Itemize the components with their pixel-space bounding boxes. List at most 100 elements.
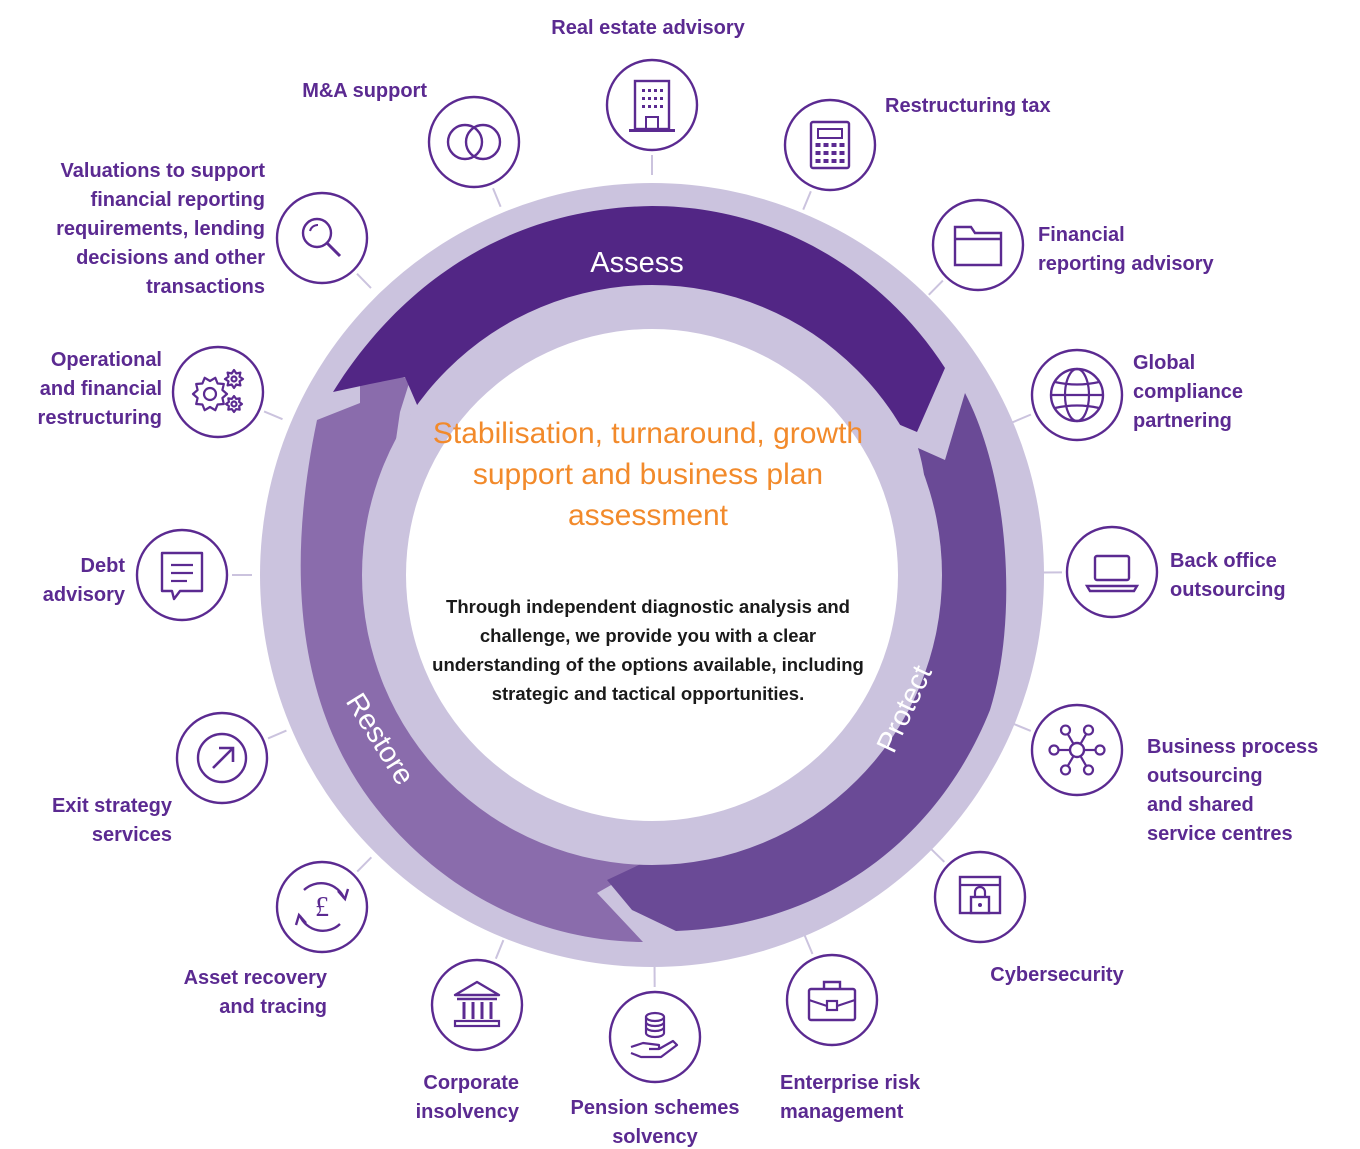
service-label-line: financial reporting — [91, 189, 265, 211]
magnifier-icon — [301, 217, 342, 258]
service-node-circle — [430, 958, 524, 1052]
service-label-ma-support: M&A support — [302, 80, 427, 102]
service-node-circle — [427, 95, 521, 189]
connector-ticks — [232, 155, 1063, 988]
service-label-line: Financial — [1038, 224, 1125, 246]
coins-in-hand-icon — [630, 1011, 679, 1059]
building-icon — [629, 79, 675, 132]
service-label-business-process: Business process outsourcing and shared ser… — [1147, 736, 1318, 845]
connector-tick — [803, 935, 814, 955]
restore-segment — [300, 377, 652, 942]
arrow-out-icon — [196, 732, 248, 784]
service-label-line: Global — [1133, 352, 1195, 374]
interlocking-rings-icon — [446, 123, 502, 161]
bank-icon — [453, 980, 501, 1028]
service-node-financial-reporting: Financial reporting advisory — [931, 198, 1214, 292]
network-icon — [1048, 724, 1106, 776]
service-node-circle — [1030, 703, 1124, 797]
service-label-line: Operational — [51, 349, 162, 371]
service-label-asset-recovery: Asset recovery and tracing — [184, 967, 328, 1018]
service-label-line: transactions — [146, 276, 265, 298]
service-node-cybersecurity: Cybersecurity — [933, 850, 1125, 986]
connector-tick — [356, 856, 373, 873]
service-label-line: decisions and other — [76, 247, 265, 269]
connector-tick — [267, 729, 287, 740]
service-label-line: Exit strategy — [52, 795, 173, 817]
service-label-financial-reporting: Financial reporting advisory — [1038, 224, 1214, 275]
service-node-circle — [931, 198, 1025, 292]
service-label-line: Business process — [1147, 736, 1318, 758]
service-label-line: insolvency — [416, 1101, 520, 1123]
globe-icon — [1049, 367, 1105, 423]
service-label-line: services — [92, 824, 172, 846]
service-label-corporate-insolvency: Corporate insolvency — [416, 1072, 520, 1123]
service-label-line: Corporate — [423, 1072, 519, 1094]
service-label-line: Real estate advisory — [551, 17, 745, 39]
service-label-exit-strategy: Exit strategy services — [52, 795, 173, 846]
connector-tick — [928, 279, 944, 296]
service-node-real-estate: Real estate advisory — [551, 17, 746, 152]
service-label-line: outsourcing — [1170, 579, 1286, 601]
laptop-icon — [1084, 554, 1140, 593]
service-nodes: Real estate advisory Restructuring tax F… — [38, 17, 1319, 1148]
connector-tick — [263, 410, 283, 421]
service-label-line: Asset recovery — [184, 967, 328, 989]
service-node-asset-recovery: £ Asset recovery and tracing — [184, 860, 369, 1018]
service-node-circle — [275, 191, 369, 285]
gears-icon — [191, 368, 245, 414]
service-label-back-office: Back office outsourcing — [1170, 550, 1286, 601]
connector-tick — [494, 939, 505, 960]
service-label-line: and tracing — [219, 996, 327, 1018]
service-label-line: reporting advisory — [1038, 253, 1214, 275]
service-label-line: and shared — [1147, 794, 1254, 816]
service-label-cybersecurity: Cybersecurity — [990, 964, 1124, 986]
service-label-line: M&A support — [302, 80, 427, 102]
connector-tick — [929, 847, 946, 863]
service-node-circle — [1065, 525, 1159, 619]
service-label-line: outsourcing — [1147, 765, 1263, 787]
service-label-line: Restructuring tax — [885, 95, 1051, 117]
service-label-line: Back office — [1170, 550, 1277, 572]
connector-tick — [802, 190, 812, 211]
service-node-circle — [171, 345, 265, 439]
center-description: Through independent diagnostic analysis … — [432, 596, 864, 704]
service-node-back-office: Back office outsourcing — [1065, 525, 1286, 619]
service-label-line: and financial — [40, 378, 162, 400]
service-node-circle — [783, 98, 877, 192]
svg-text:£: £ — [315, 892, 329, 923]
center-title: Stabilisation, turnaround, growth suppor… — [432, 417, 864, 532]
briefcase-icon — [807, 980, 857, 1022]
service-label-line: service centres — [1147, 823, 1293, 845]
service-label-line: Pension schemes — [571, 1097, 740, 1119]
service-label-line: Cybersecurity — [990, 964, 1124, 986]
service-node-circle — [135, 528, 229, 622]
assess-segment — [333, 206, 945, 432]
service-label-real-estate: Real estate advisory — [551, 17, 745, 39]
service-node-circle — [605, 58, 699, 152]
service-node-restructuring-tax: Restructuring tax — [783, 95, 1051, 192]
folder-icon — [953, 225, 1003, 267]
service-label-line: compliance — [1133, 381, 1243, 403]
service-label-line: requirements, lending — [56, 218, 265, 240]
cycle-label-assess: Assess — [590, 247, 683, 279]
secure-window-icon — [958, 875, 1002, 915]
service-label-restructuring-tax: Restructuring tax — [885, 95, 1051, 117]
service-node-corporate-insolvency: Corporate insolvency — [416, 958, 524, 1123]
service-label-line: Enterprise risk — [780, 1072, 921, 1094]
service-node-circle — [275, 860, 369, 954]
document-speech-icon — [160, 551, 204, 601]
connector-tick — [492, 187, 502, 208]
service-node-business-process: Business process outsourcing and shared ser… — [1030, 703, 1318, 845]
